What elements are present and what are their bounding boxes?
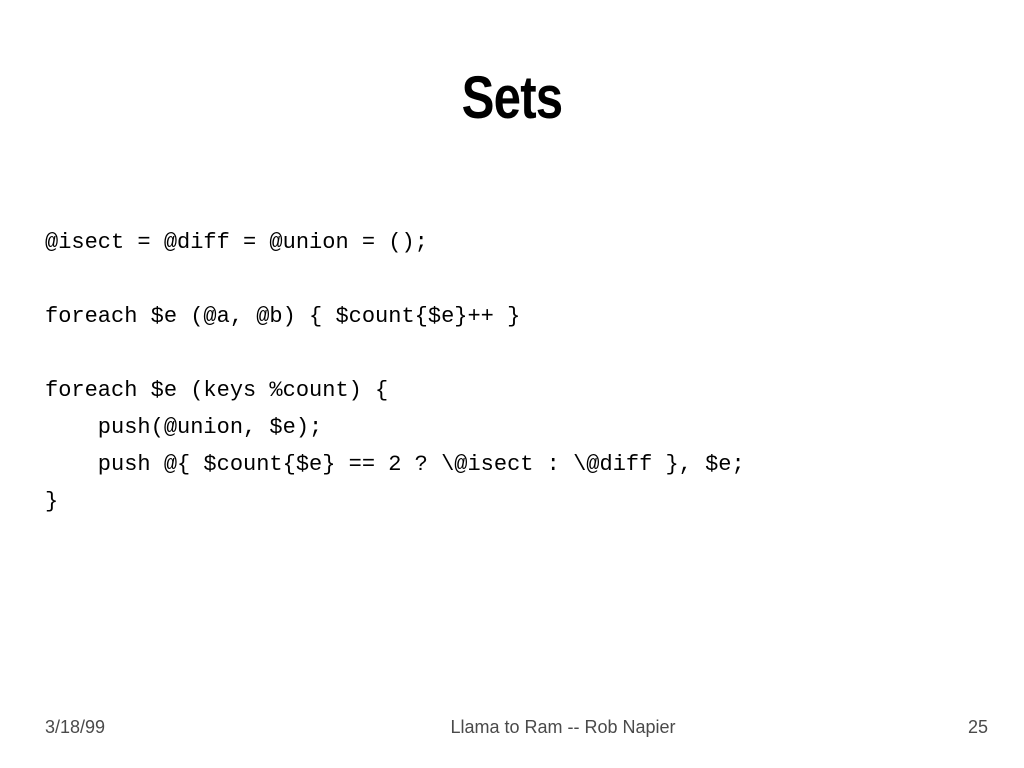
code-line: push @{ $count{$e} == 2 ? \@isect : \@di…: [45, 452, 745, 477]
footer-date: 3/18/99: [45, 717, 106, 737]
code-line: push(@union, $e);: [45, 415, 323, 440]
code-line: foreach $e (keys %count) {: [45, 378, 389, 403]
page-number: 25: [967, 717, 988, 737]
code-line: [45, 335, 745, 372]
code-line: @isect = @diff = @union = ();: [45, 230, 428, 255]
code-line: foreach $e (@a, @b) { $count{$e}++ }: [45, 304, 521, 329]
slide-title: Sets: [461, 64, 563, 131]
code-line: }: [45, 489, 59, 514]
footer-title: Llama to Ram -- Rob Napier: [450, 717, 676, 737]
code-block: @isect = @diff = @union = (); foreach $e…: [45, 224, 745, 520]
code-line: [45, 261, 745, 298]
